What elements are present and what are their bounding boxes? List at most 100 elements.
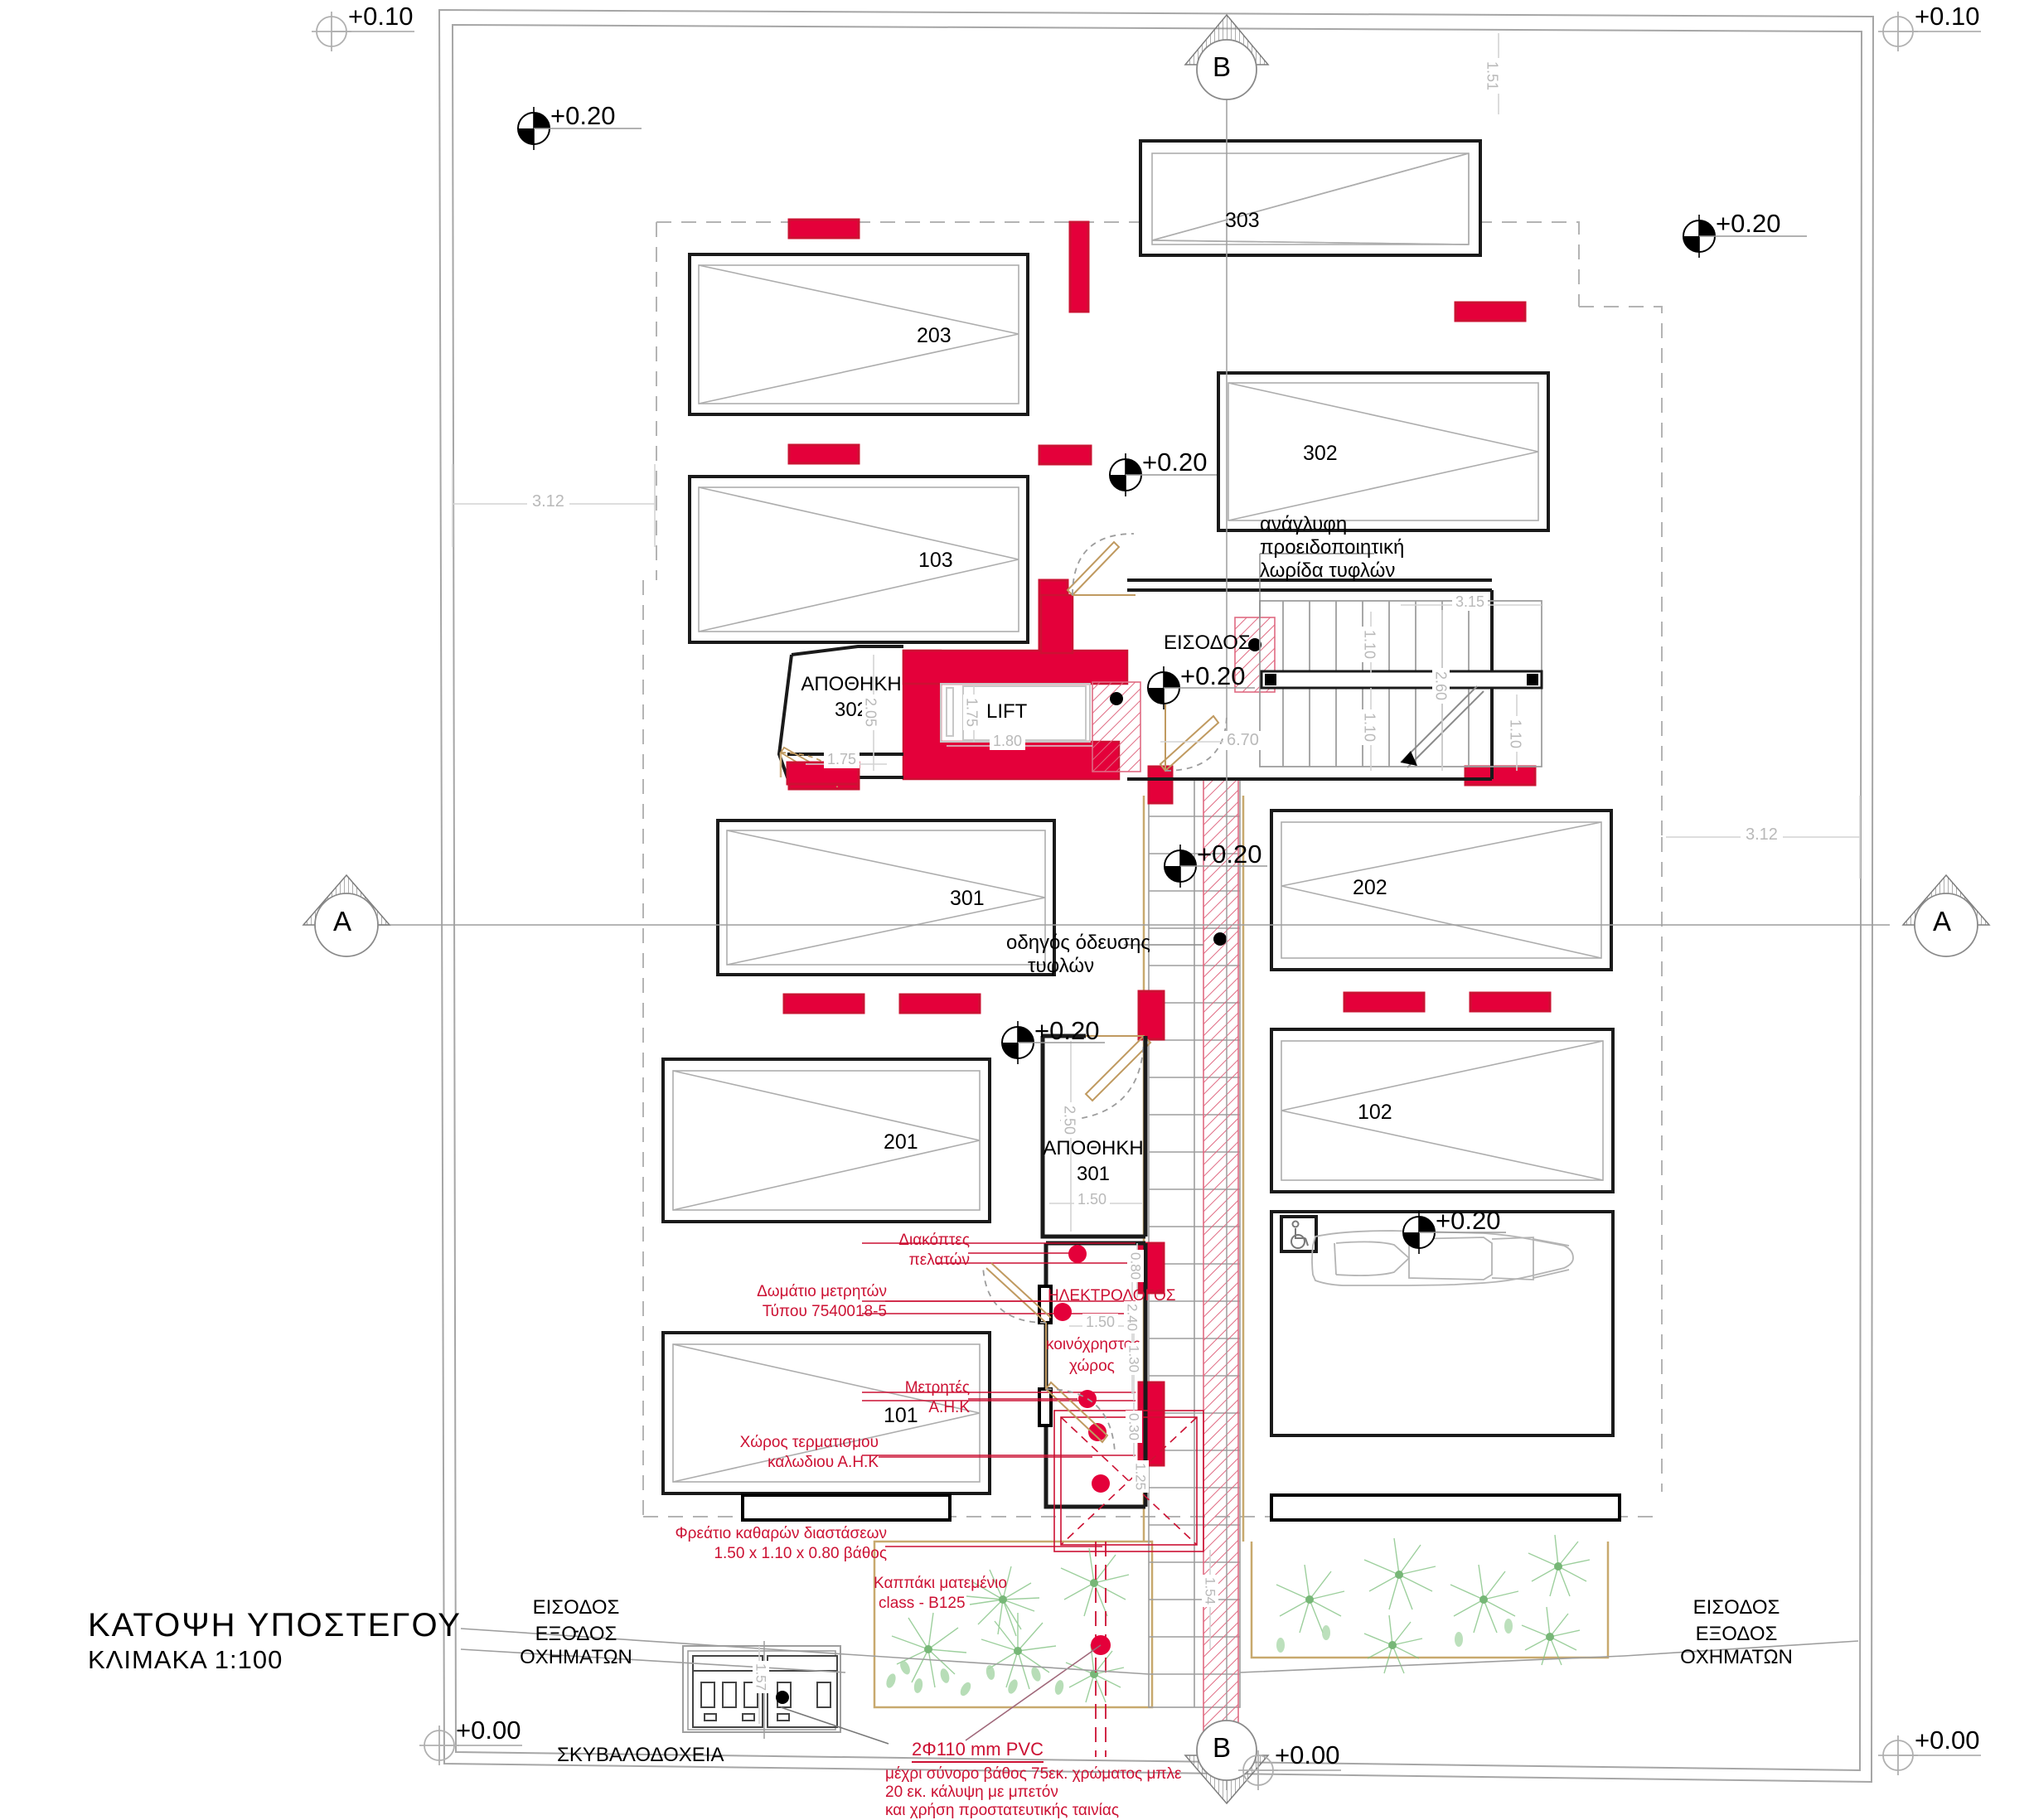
level-label-corridor-top: +0.20 bbox=[1197, 840, 1262, 869]
parking-label-201: 201 bbox=[884, 1130, 918, 1154]
planting-right bbox=[1276, 1534, 1591, 1674]
drawing-title: ΚΑΤΟΨΗ ΥΠΟΣΤΕΓΟΥ bbox=[88, 1607, 462, 1643]
level-label-top-left: +0.10 bbox=[348, 2, 414, 31]
door-swings bbox=[1046, 533, 1228, 1121]
marker-a-right-label: A bbox=[1933, 906, 1952, 937]
annotation-common-space-line1: κοινόχρηστος bbox=[1046, 1336, 1140, 1353]
parking-label-203: 203 bbox=[917, 324, 952, 347]
blind-guide-line1: οδηγός όδευσης bbox=[1006, 932, 1150, 954]
level-label-bottom-center: +0.00 bbox=[1275, 1740, 1340, 1769]
annotation-manhole-line1: Φρεάτιο καθαρών διαστάσεων bbox=[675, 1525, 887, 1542]
parking-label-103: 103 bbox=[918, 549, 953, 572]
parking-spaces-group bbox=[661, 139, 1615, 1495]
parking-label-303: 303 bbox=[1225, 209, 1260, 232]
annotation-meters-line2: Α.Η.Κ bbox=[928, 1399, 970, 1416]
dim-text-apothiki302-205: 2.05 bbox=[862, 695, 879, 731]
parking-space-102 bbox=[1270, 1028, 1615, 1193]
vehicle-in-out-left-line2: - bbox=[573, 1619, 579, 1642]
level-label-in-top-left: +0.20 bbox=[550, 101, 616, 130]
vehicle-in-out-right-line1: ΕΙΣΟΔΟΣ bbox=[1692, 1596, 1780, 1619]
dim-text-right-312: 3.12 bbox=[1741, 825, 1783, 845]
level-label-accessible: +0.20 bbox=[1436, 1206, 1501, 1235]
dim-text-top-151: 1.51 bbox=[1484, 58, 1501, 94]
stair-landing-rail bbox=[1260, 670, 1543, 690]
level-label-entrance-value: +0.20 bbox=[1180, 661, 1246, 690]
marker-b-bottom bbox=[1184, 1720, 1270, 1805]
level-label-bottom-right: +0.00 bbox=[1915, 1726, 1980, 1755]
level-label-mid-302: +0.20 bbox=[1142, 448, 1208, 477]
vehicle-in-out-left-line4: ΟΧΗΜΑΤΩΝ bbox=[520, 1646, 632, 1668]
annotation-lid-line1: Καππάκι ματεμένιο bbox=[874, 1575, 1007, 1592]
drive-lines bbox=[460, 1628, 1859, 1675]
electrical-markers bbox=[1053, 1245, 1110, 1493]
dim-text-elec-080: 0.80 bbox=[1127, 1250, 1144, 1283]
annotation-cable-term-line1: Χώρος τερματισμου bbox=[739, 1434, 879, 1451]
parking-label-301: 301 bbox=[950, 887, 985, 910]
annotation-pvc-title: 2Φ110 mm PVC bbox=[912, 1739, 1044, 1764]
dim-text-apothiki301-250: 2.50 bbox=[1061, 1102, 1078, 1139]
tactile-guide-strip bbox=[1203, 778, 1239, 1766]
dim-text-bins-157: 1.57 bbox=[753, 1661, 769, 1694]
parking-space-301 bbox=[716, 819, 1056, 976]
marker-a-right bbox=[1901, 874, 1991, 957]
annotation-pvc-line3: και χρήση προστατευτικής ταινίας bbox=[885, 1802, 1120, 1819]
dim-text-lift-180: 1.80 bbox=[990, 733, 1026, 750]
annotation-switches-line2: πελατών bbox=[908, 1251, 970, 1269]
room-label-apothiki-302-number: 302 bbox=[834, 699, 869, 721]
room-label-apothiki-302-name: ΑΠΟΘΗΚΗ bbox=[801, 673, 902, 695]
drawing-scale: ΚΛΙΜΑΚΑ 1:100 bbox=[88, 1645, 283, 1674]
dim-text-elec-130: 1.30 bbox=[1126, 1343, 1142, 1376]
parking-space-202 bbox=[1270, 809, 1613, 971]
planting-left bbox=[886, 1547, 1130, 1703]
vehicle-in-out-left-line1: ΕΙΣΟΔΟΣ bbox=[532, 1596, 620, 1619]
level-label-top-right: +0.10 bbox=[1915, 2, 1980, 31]
level-label-in-top-right: +0.20 bbox=[1716, 209, 1781, 238]
parking-space-203 bbox=[688, 253, 1029, 416]
blind-guide-line2: τυφλών bbox=[1028, 955, 1095, 977]
bins-label: ΣΚΥΒΑΛΟΔΟΧΕΙΑ bbox=[557, 1744, 724, 1766]
tactile-warning-line3: λωρίδα τυφλών bbox=[1260, 559, 1396, 582]
dim-text-apothiki302-175: 1.75 bbox=[824, 751, 860, 768]
annotation-lid-line2: class - B125 bbox=[879, 1595, 966, 1612]
dim-text-entry-670: 6.70 bbox=[1223, 731, 1262, 750]
entrance-label: ΕΙΣΟΔΟΣ bbox=[1164, 632, 1251, 654]
marker-b-top-label: B bbox=[1213, 51, 1232, 82]
bottom-wall-segments bbox=[741, 1493, 1621, 1522]
section-lines bbox=[371, 48, 1890, 1790]
tactile-warning-line1: ανάγλυφη bbox=[1260, 513, 1348, 535]
dim-text-stair-110c: 1.10 bbox=[1507, 716, 1524, 753]
tactile-warning-line2: προειδοποιητική bbox=[1260, 536, 1405, 559]
marker-a-left-label: A bbox=[333, 906, 352, 937]
parking-label-101: 101 bbox=[884, 1404, 918, 1427]
marker-b-top bbox=[1184, 13, 1270, 100]
room-label-apothiki-301-number: 301 bbox=[1076, 1163, 1111, 1185]
vehicle-in-out-left-line3: ΕΞΟΔΟΣ bbox=[535, 1623, 617, 1645]
dim-text-left-312: 3.12 bbox=[527, 492, 569, 511]
parking-space-103 bbox=[688, 475, 1029, 644]
level-label-bottom-left: +0.00 bbox=[456, 1716, 521, 1745]
parking-label-202: 202 bbox=[1353, 876, 1387, 899]
dim-text-apothiki301-150: 1.50 bbox=[1074, 1191, 1111, 1208]
dim-text-stair-315: 3.15 bbox=[1452, 593, 1489, 611]
dim-text-common-150: 1.50 bbox=[1082, 1314, 1119, 1331]
annotation-cable-term-line2: καλωδιου Α.Η.Κ bbox=[768, 1454, 879, 1471]
level-symbols-open bbox=[312, 12, 1981, 1790]
marker-a-left bbox=[302, 874, 391, 957]
annotation-switches-line1: Διακόπτες bbox=[898, 1232, 970, 1249]
dim-text-stair-110a: 1.10 bbox=[1361, 627, 1378, 663]
annotation-pvc-line2: 20 εκ. κάλυψη με μπετόν bbox=[885, 1784, 1058, 1801]
parking-space-201 bbox=[661, 1058, 991, 1223]
car-outline bbox=[1311, 1230, 1574, 1286]
annotation-meter-room-line2: Τύπου 7540018-5 bbox=[762, 1303, 887, 1320]
room-label-lift: LIFT bbox=[986, 700, 1028, 723]
parking-space-303 bbox=[1139, 139, 1482, 257]
building-outline-dashed bbox=[642, 221, 1663, 1517]
garbage-bins bbox=[682, 1641, 889, 1745]
annotation-common-space-line2: χώρος bbox=[1069, 1358, 1115, 1375]
marker-b-bottom-label: B bbox=[1213, 1732, 1232, 1763]
annotation-meter-room-line1: Δωμάτιο μετρητών bbox=[757, 1283, 887, 1300]
annotation-pvc-line1: μέχρι σύνορο βάθος 75εκ. χρώματος μπλε bbox=[885, 1765, 1182, 1783]
dim-text-pvc-154: 1.54 bbox=[1202, 1575, 1218, 1608]
